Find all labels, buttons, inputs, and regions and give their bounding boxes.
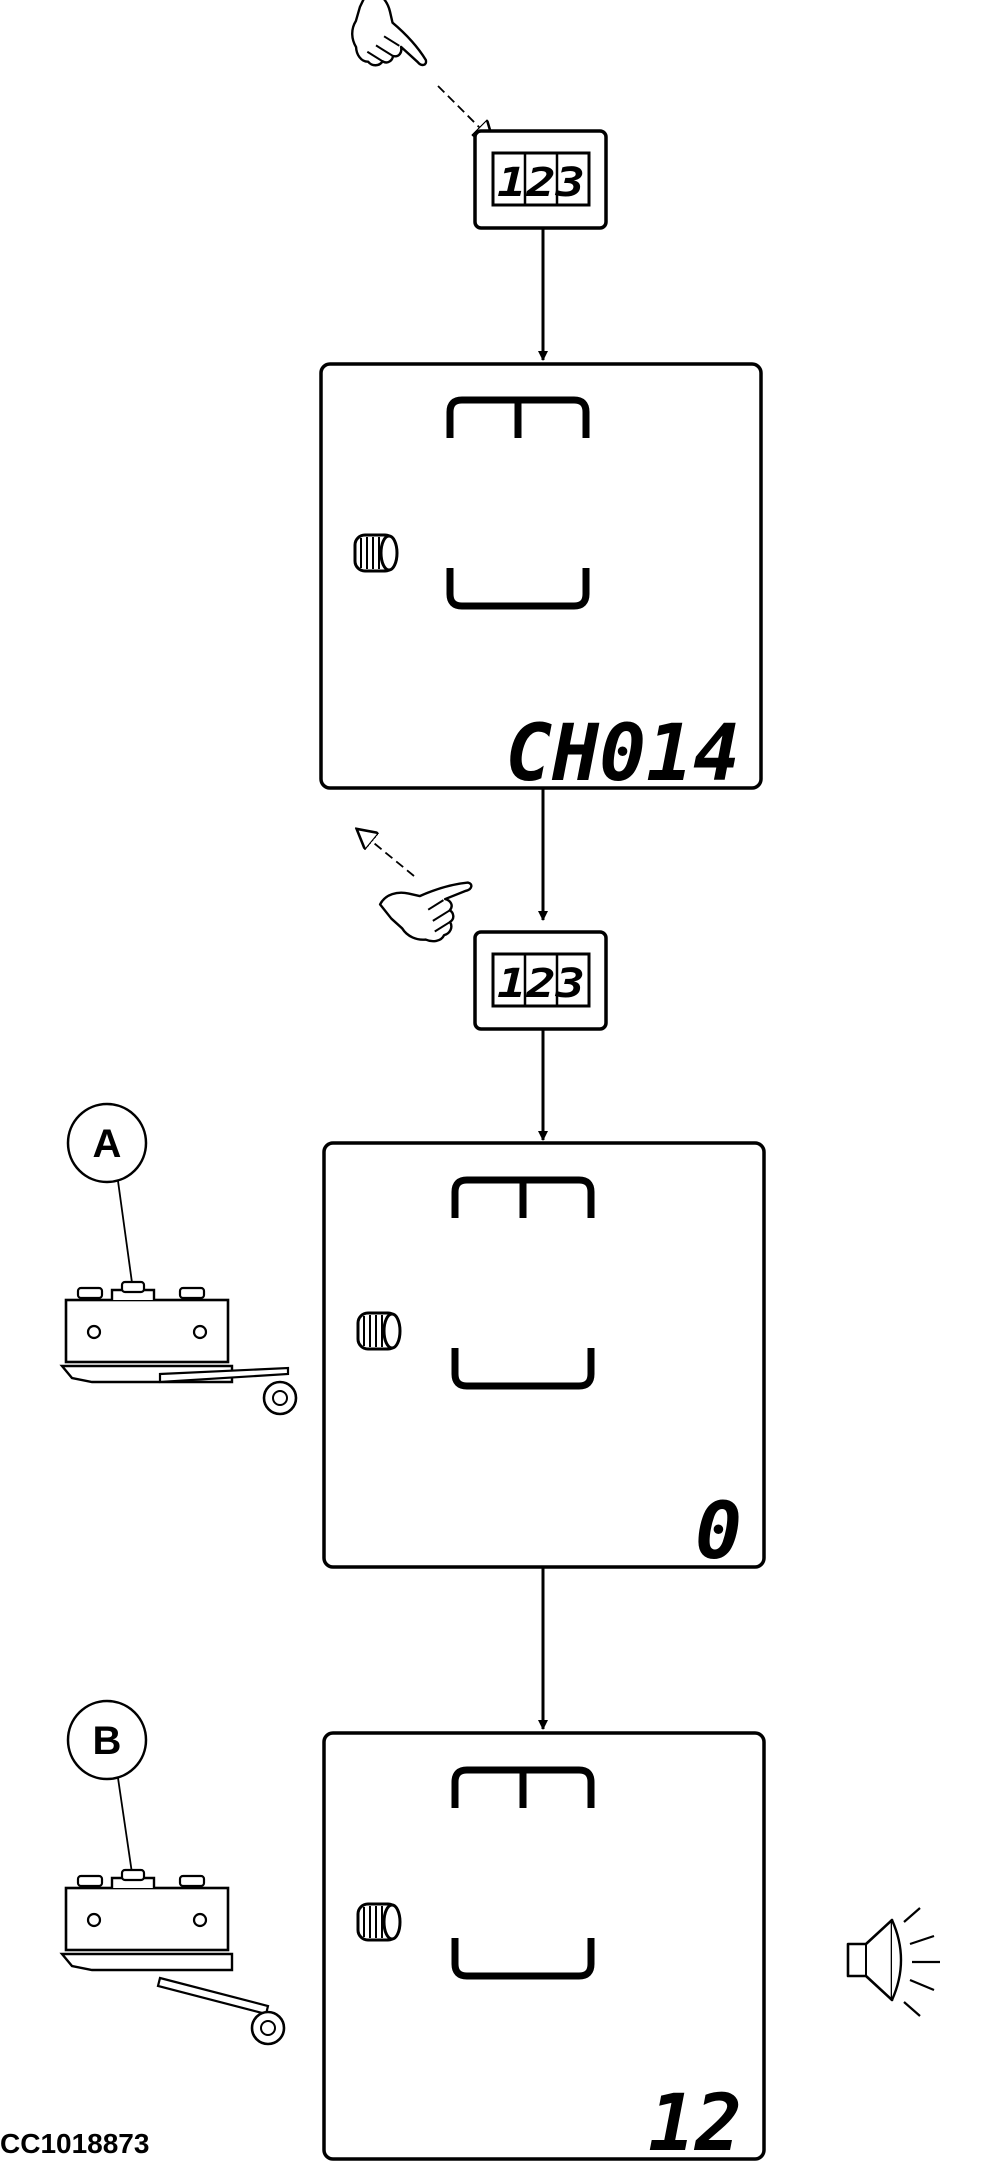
sound-wave	[903, 1907, 921, 1923]
coil-icon	[356, 1902, 402, 1942]
keypad-button[interactable]: 123	[473, 930, 608, 1031]
switch-actuated	[60, 1280, 298, 1416]
sound-wave	[903, 2001, 921, 2017]
screen-readout: CH014	[505, 709, 740, 799]
keypad-label: 123	[497, 961, 585, 1007]
figure-code: CC1018873	[0, 2128, 150, 2159]
callout-a: A	[66, 1102, 148, 1291]
callout-b: B	[66, 1699, 148, 1881]
svg-text:B: B	[93, 1719, 122, 1763]
screen-readout: 0	[695, 1487, 742, 1577]
display-screen-1: CH014	[319, 362, 763, 799]
display-screen-2: 0	[322, 1141, 766, 1577]
coil-icon	[353, 533, 399, 573]
pointing-hand-icon	[377, 854, 489, 958]
keypad-label: 123	[497, 160, 585, 206]
switch-released	[60, 1868, 286, 2046]
screen-readout: 12	[648, 2079, 742, 2162]
speaker-icon	[846, 1907, 940, 2017]
pointing-hand-icon	[333, 0, 445, 91]
release-arrow	[358, 830, 415, 877]
svg-text:A: A	[93, 1122, 122, 1166]
sound-wave	[909, 1934, 935, 1946]
display-screen-3: 12	[322, 1731, 766, 2162]
keypad-button[interactable]: 123	[473, 129, 608, 230]
coil-icon	[356, 1311, 402, 1351]
sound-wave	[909, 1978, 935, 1992]
